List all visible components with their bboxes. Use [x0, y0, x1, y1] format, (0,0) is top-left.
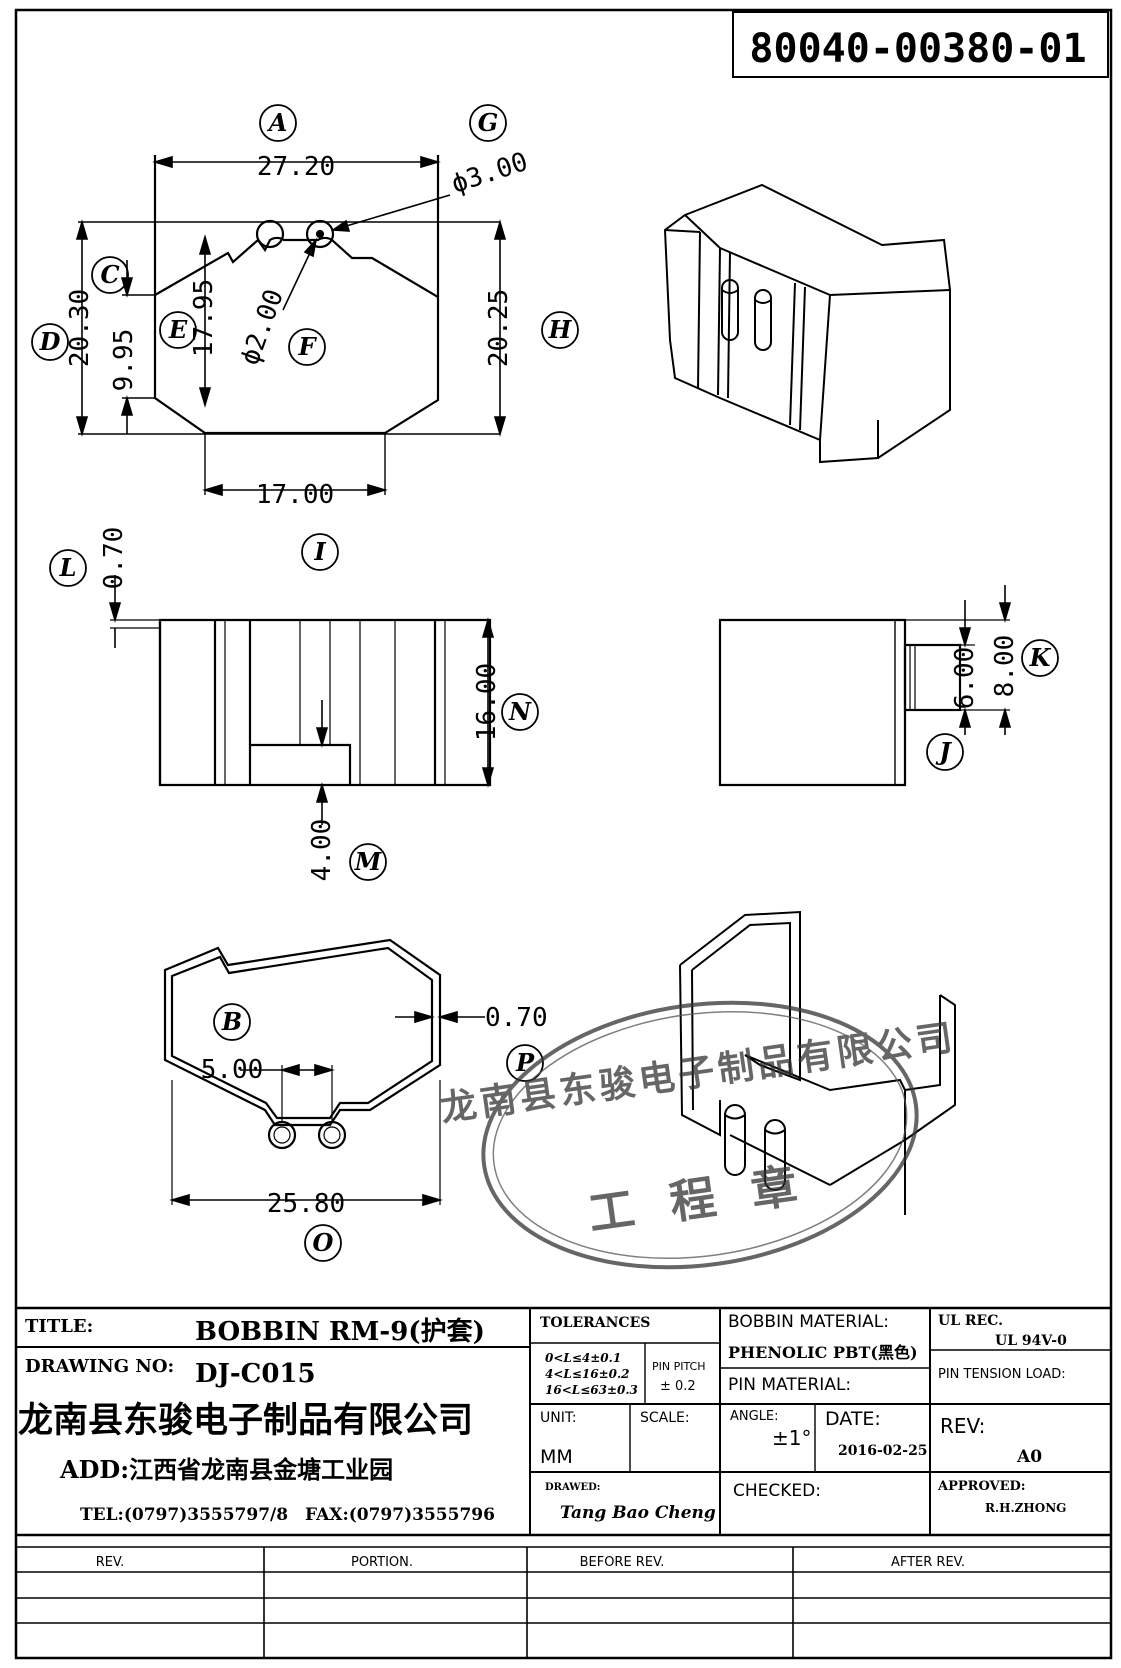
drawn-label: DRAWED:: [545, 1482, 600, 1493]
date-label: DATE:: [825, 1408, 881, 1430]
dim-height-side: 16.00: [472, 663, 502, 741]
pin-pitch-value: ± 0.2: [660, 1379, 696, 1394]
unit-value: MM: [540, 1446, 573, 1468]
dim-hole-dia: ϕ3.00: [448, 147, 532, 200]
dim-bottom-full: 25.80: [267, 1189, 345, 1219]
address: ADD:江西省龙南县金塘工业园: [59, 1455, 393, 1484]
date-value: 2016-02-25: [838, 1443, 928, 1459]
dim-height-mid: 17.95: [189, 279, 219, 357]
dim-bottom-width: 17.00: [256, 480, 334, 510]
side-view-dimensions: [905, 585, 1012, 735]
side-view: [718, 618, 962, 787]
rev-label: REV:: [940, 1414, 985, 1438]
callout-o: O: [313, 1228, 334, 1257]
bobbin-material-value: PHENOLIC PBT(黑色): [728, 1343, 918, 1362]
callout-j: J: [935, 737, 952, 766]
drawn-value: Tang Bao Cheng: [560, 1503, 716, 1523]
approved-label: APPROVED:: [937, 1479, 1026, 1494]
fax: FAX:(0797)3555796: [305, 1505, 495, 1525]
pin-material-label: PIN MATERIAL:: [728, 1375, 851, 1395]
rev-value: A0: [1016, 1447, 1042, 1467]
pin-hole-right: [305, 219, 335, 249]
dim-top-width: 27.20: [257, 152, 335, 182]
callout-d: D: [39, 327, 61, 356]
tolerance-row-3: 16<L≤63±0.3: [545, 1383, 638, 1397]
dim-pin-len-a: 6.00: [950, 647, 980, 710]
approved-value: R.H.ZHONG: [985, 1501, 1066, 1515]
callout-n: N: [508, 697, 532, 726]
rev-header-rev: REV.: [96, 1555, 125, 1570]
bobbin-material-label: BOBBIN MATERIAL:: [728, 1312, 889, 1332]
callout-b: B: [221, 1007, 242, 1036]
rev-header-portion: PORTION.: [351, 1555, 413, 1570]
callouts: [31, 104, 1059, 1262]
callout-k: K: [1029, 643, 1052, 672]
drawing-no-value: DJ-C015: [195, 1359, 316, 1389]
iso-view-bottom: [679, 910, 956, 1215]
telephone: TEL:(0797)3555797/8: [80, 1505, 288, 1525]
checked-label: CHECKED:: [733, 1481, 821, 1501]
scale-label: SCALE:: [640, 1410, 690, 1426]
dim-pin-dia: ϕ2.00: [235, 285, 290, 369]
drawing-no-label: DRAWING NO:: [25, 1356, 174, 1377]
tolerances-label: TOLERANCES: [540, 1315, 650, 1331]
tolerance-row-1: 0<L≤4±0.1: [545, 1351, 621, 1365]
bottom-view-dimensions: [169, 1010, 485, 1207]
callout-h: H: [548, 315, 573, 344]
pin-pitch-label: PIN PITCH: [652, 1360, 706, 1373]
part-number: 80040-00380-01: [749, 26, 1086, 72]
rev-header-after: AFTER REV.: [891, 1555, 965, 1570]
angle-value: ±1°: [772, 1426, 811, 1450]
title-label: TITLE:: [25, 1316, 93, 1337]
dim-height-left: 20.30: [65, 289, 95, 367]
pin-hole-right-center: [315, 229, 325, 239]
iso-view-top: [663, 183, 951, 464]
title-value: BOBBIN RM-9(护套): [195, 1317, 485, 1347]
callout-m: M: [354, 847, 383, 876]
dim-left-low: 9.95: [109, 329, 139, 392]
callout-e: E: [168, 315, 188, 344]
company-name: 龙南县东骏电子制品有限公司: [18, 1400, 473, 1441]
part-number-box: [732, 11, 1109, 78]
pin-tension-label: PIN TENSION LOAD:: [938, 1367, 1066, 1382]
top-view: [78, 155, 500, 495]
bottom-view: [163, 938, 442, 1205]
dim-wall-top: 0.70: [99, 527, 129, 590]
callout-l: L: [59, 553, 77, 582]
stamp-center-text: 工 程 章: [585, 1157, 810, 1241]
pin-hole-left: [255, 219, 285, 249]
title-block-lines: [16, 1306, 1111, 1658]
dim-pin-pitch: 5.00: [201, 1055, 264, 1085]
rev-header-before: BEFORE REV.: [580, 1555, 665, 1570]
callout-g: G: [478, 108, 499, 137]
callout-letters: A G C D E F H I L N J K M B P O: [39, 108, 1052, 1257]
dim-wall-thick: 0.70: [485, 1003, 548, 1033]
tolerance-row-2: 4<L≤16±0.2: [545, 1367, 630, 1381]
dim-height-right: 20.25: [484, 289, 514, 367]
dim-notch: 4.00: [307, 819, 337, 882]
callout-c: C: [100, 260, 119, 289]
front-view: [110, 618, 492, 787]
dim-pin-len-b: 8.00: [990, 635, 1020, 698]
angle-label: ANGLE:: [730, 1409, 779, 1424]
callout-i: I: [313, 537, 326, 566]
ul-rec-value: UL 94V-0: [995, 1333, 1067, 1349]
top-view-dimensions: [75, 155, 507, 497]
front-view-dimensions: [108, 575, 495, 825]
callout-f: F: [297, 332, 317, 361]
unit-label: UNIT:: [540, 1410, 577, 1426]
top-view-outline: [153, 236, 440, 435]
callout-a: A: [267, 108, 288, 137]
sheet-border: [14, 8, 1113, 1660]
ul-rec-label: UL REC.: [938, 1313, 1003, 1329]
